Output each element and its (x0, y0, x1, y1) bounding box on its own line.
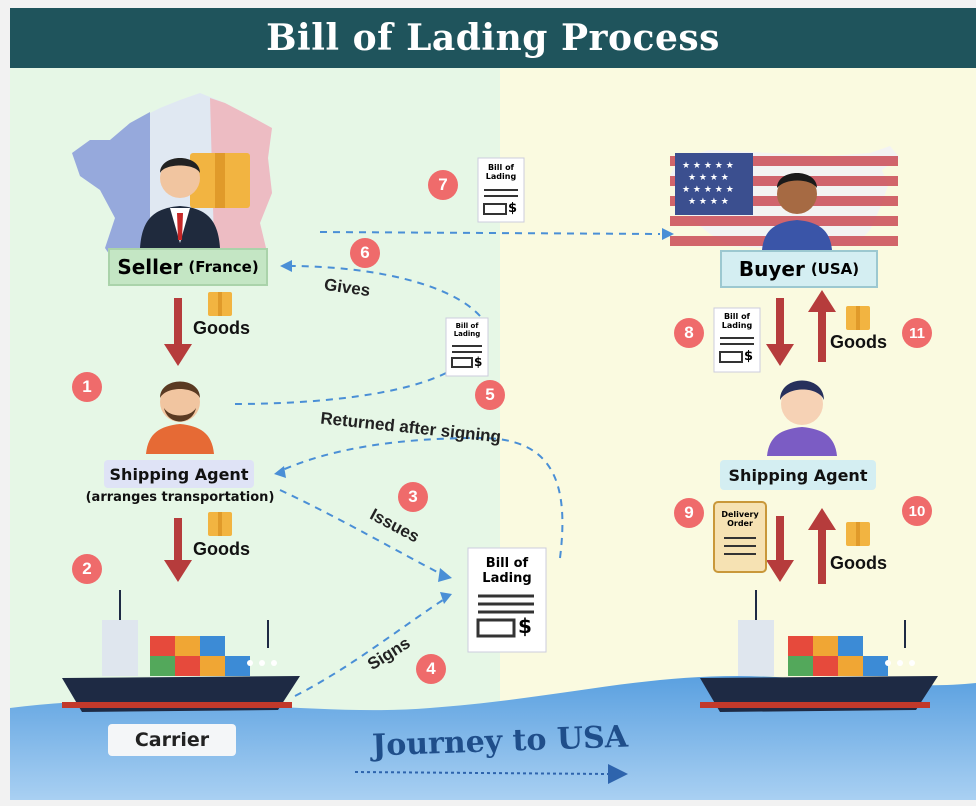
step-badge-7: 7 (428, 170, 458, 200)
goods-box-icon-2 (208, 512, 232, 536)
delivery-order-doc: Delivery Order (721, 510, 759, 528)
bill-doc-7-shape (477, 157, 525, 223)
shipping-agent-left-avatar (146, 381, 214, 454)
step-badge-2: 2 (72, 554, 102, 584)
svg-text:★ ★ ★ ★: ★ ★ ★ ★ (688, 197, 729, 207)
page-title: Bill of Lading Process (266, 17, 720, 59)
step-badge-9: 9 (674, 498, 704, 528)
bill-doc-main-shape (467, 547, 547, 653)
flow-6 (287, 265, 481, 317)
diagram-canvas: ★ ★ ★ ★ ★ ★ ★ ★ ★ ★ ★ ★ ★ ★ ★ ★ ★ ★ (10, 8, 976, 800)
bill-doc-6: Bill of Lading (453, 322, 481, 338)
buyer-avatar (762, 173, 832, 250)
goods-arrow-agent-to-buyer (808, 290, 836, 362)
goods-box-icon-4 (846, 522, 870, 546)
goods-box-icon-1 (208, 292, 232, 316)
bill-arrow-buyer-to-agent (766, 298, 794, 366)
bill-doc-6-currency: $ (474, 355, 483, 369)
bill-doc-7: Bill of Lading (485, 163, 517, 181)
shipping-agent-left-note: (arranges transportation) (85, 490, 275, 505)
step-badge-5: 5 (475, 380, 505, 410)
svg-text:★ ★ ★ ★: ★ ★ ★ ★ (688, 173, 729, 183)
seller-avatar (140, 153, 250, 248)
bill-doc-8-shape (713, 307, 761, 373)
bill-doc-7-currency: $ (508, 201, 518, 216)
cargo-ship-left-icon (62, 590, 300, 712)
goods-box-icon-3 (846, 306, 870, 330)
dashed-flows (234, 231, 661, 697)
cargo-ship-right-icon (700, 590, 938, 712)
buyer-label: Buyer (USA) (720, 250, 878, 288)
delivery-order-arrow-agent-to-carrier (766, 516, 794, 582)
goods-label-2: Goods (193, 539, 250, 559)
step-badge-11: 11 (902, 318, 932, 348)
buyer-name: Buyer (738, 257, 805, 281)
flow-4 (294, 597, 447, 697)
step-badge-1: 1 (72, 372, 102, 402)
buyer-country: (USA) (810, 260, 860, 278)
background-art: ★ ★ ★ ★ ★ ★ ★ ★ ★ ★ ★ ★ ★ ★ ★ ★ ★ ★ (10, 68, 976, 800)
bill-doc-6-shape (445, 317, 489, 377)
shipping-agent-right-label: Shipping Agent (720, 460, 876, 490)
bill-doc-8: Bill of Lading (721, 312, 753, 330)
step-badge-6: 6 (350, 238, 380, 268)
journey-arrow (354, 764, 628, 784)
bill-doc-main-currency: $ (518, 614, 532, 638)
goods-label-3: Goods (830, 332, 887, 352)
flow-7 (319, 231, 661, 235)
step-badge-3: 3 (398, 482, 428, 512)
step-badge-8: 8 (674, 318, 704, 348)
goods-arrow-seller-to-agent (164, 298, 192, 366)
svg-text:★ ★ ★ ★ ★: ★ ★ ★ ★ ★ (682, 185, 734, 195)
seller-name: Seller (117, 255, 183, 279)
svg-text:★ ★ ★ ★ ★: ★ ★ ★ ★ ★ (682, 161, 734, 171)
goods-arrow-agent-to-carrier (164, 518, 192, 582)
goods-arrow-carrier-to-agent (808, 508, 836, 584)
seller-country: (France) (188, 258, 259, 276)
step-badge-10: 10 (902, 496, 932, 526)
flow-5b (277, 436, 564, 559)
dashed-arrowheads (274, 228, 674, 604)
goods-label-4: Goods (830, 553, 887, 573)
carrier-label: Carrier (108, 724, 236, 756)
goods-label-1: Goods (193, 318, 250, 338)
header-bar: Bill of Lading Process (10, 8, 976, 68)
flow-5a (234, 367, 456, 405)
shipping-agent-left-label: Shipping Agent (104, 460, 254, 488)
delivery-order-scroll-icon (713, 501, 767, 573)
seller-label: Seller (France) (108, 248, 268, 286)
step-badge-4: 4 (416, 654, 446, 684)
shipping-agent-right-avatar (767, 380, 837, 456)
bill-doc-8-currency: $ (744, 349, 754, 364)
bill-doc-main: Bill of Lading (482, 556, 532, 586)
